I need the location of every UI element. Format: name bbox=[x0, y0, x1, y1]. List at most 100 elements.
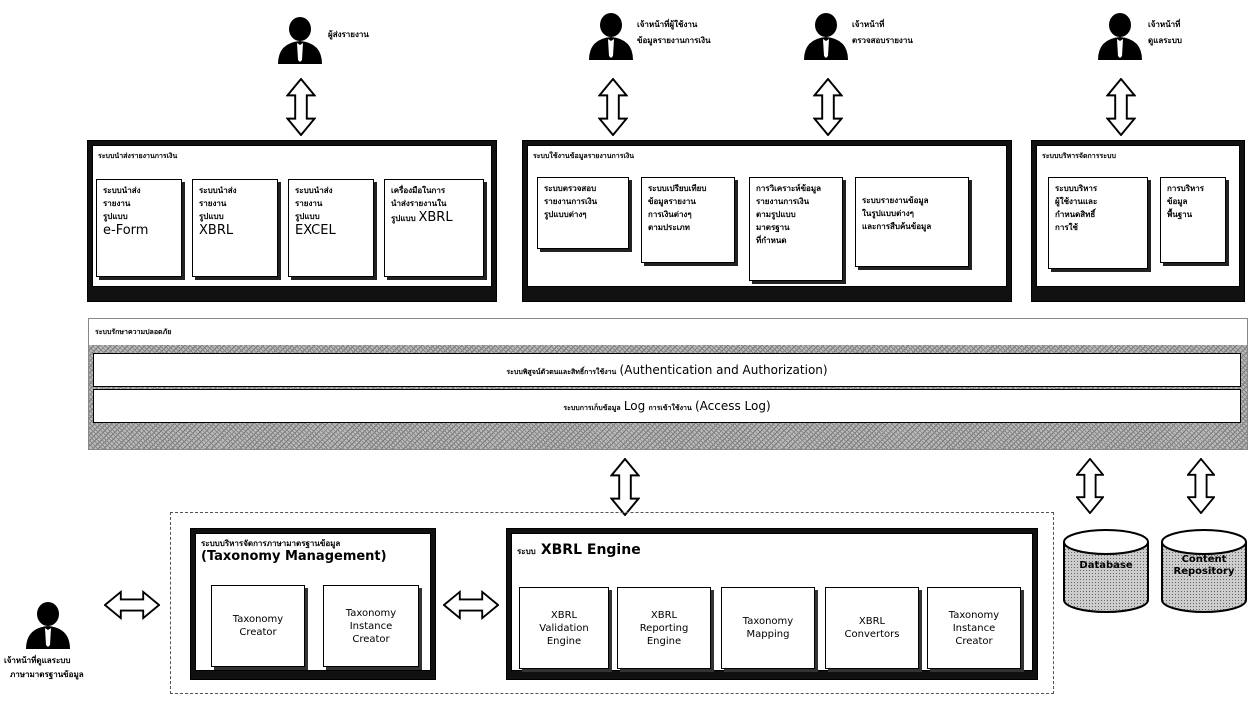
db-line: Database bbox=[1079, 560, 1133, 571]
card-line: รายงาน bbox=[295, 199, 323, 208]
master-data-card: การบริหาร ข้อมูล พื้นฐาน bbox=[1160, 177, 1226, 263]
card-format: XBRL bbox=[418, 210, 453, 225]
double-arrow-icon bbox=[1187, 458, 1215, 514]
card-line: ผู้ใช้งานและ bbox=[1055, 197, 1098, 206]
card-line: รูปแบบ bbox=[295, 212, 320, 221]
actor-label: ข้อมูลรายงานการเงิน bbox=[637, 36, 711, 45]
xbrl-submission-card: ระบบนำส่ง รายงาน รูปแบบ XBRL bbox=[192, 179, 278, 277]
box-line: Validation bbox=[539, 622, 589, 634]
double-arrow-icon bbox=[610, 458, 640, 516]
user-management-card: ระบบบริหาร ผู้ใช้งานและ กำหนดสิทธิ์ การใ… bbox=[1048, 177, 1148, 269]
card-format: EXCEL bbox=[295, 223, 336, 238]
excel-submission-card: ระบบนำส่ง รายงาน รูปแบบ EXCEL bbox=[288, 179, 374, 277]
card-line: ระบบนำส่ง bbox=[199, 186, 237, 195]
box-line: Creator bbox=[239, 627, 277, 638]
card-line: ระบบบริหาร bbox=[1055, 184, 1098, 193]
authentication-row: ระบบพิสูจน์ตัวตนและสิทธิ์การใช้งาน (Auth… bbox=[93, 353, 1241, 387]
box-line: Mapping bbox=[746, 629, 790, 640]
box-line: Taxonomy bbox=[742, 616, 794, 627]
box-line: Taxonomy bbox=[345, 607, 397, 619]
report-analysis-card: การวิเคราะห์ข้อมูล รายงานการเงิน ตามรูปแ… bbox=[749, 177, 843, 281]
card-line: ระบบนำส่ง bbox=[295, 186, 333, 195]
database-label: Database bbox=[1062, 560, 1150, 572]
double-arrow-icon bbox=[813, 78, 843, 136]
card-line: ระบบรายงานข้อมูล bbox=[862, 196, 929, 205]
panel-title-en: XBRL Engine bbox=[540, 542, 641, 558]
panel-title-thai: ระบบ bbox=[517, 547, 536, 556]
card-line: ข้อมูลรายงาน bbox=[648, 197, 696, 206]
box-line: Reporting bbox=[639, 622, 689, 634]
person-icon bbox=[24, 600, 72, 650]
card-line: ระบบเปรียบเทียบ bbox=[648, 184, 707, 193]
actor-report-submitter: ผู้ส่งรายงาน bbox=[276, 14, 369, 80]
card-line: และการสืบค้นข้อมูล bbox=[862, 222, 932, 231]
panel-title: ระบบบริหารจัดการภาษามาตรฐานข้อมูล bbox=[201, 539, 341, 548]
double-arrow-icon bbox=[1076, 458, 1104, 514]
card-line: รายงานการเงิน bbox=[544, 197, 598, 206]
actor-auditor: เจ้าหน้าที่ ตรวจสอบรายงาน bbox=[802, 10, 913, 76]
panel-title: ระบบนำส่งรายงานการเงิน bbox=[98, 152, 178, 160]
card-line: รายงาน bbox=[199, 199, 227, 208]
database-cylinder: Database bbox=[1062, 528, 1150, 614]
card-line: การบริหาร bbox=[1167, 184, 1205, 193]
card-line: ตามรูปแบบ bbox=[756, 210, 796, 219]
person-icon bbox=[276, 14, 324, 66]
box-line: Engine bbox=[546, 635, 582, 647]
report-output-card: ระบบรายงานข้อมูล ในรูปแบบต่างๆ และการสืบ… bbox=[855, 177, 969, 267]
report-submission-panel: ระบบนำส่งรายงานการเงิน ระบบนำส่ง รายงาน … bbox=[87, 140, 497, 302]
card-line: รูปแบบ bbox=[391, 214, 416, 223]
box-line: XBRL bbox=[550, 609, 578, 621]
access-log-row: ระบบการเก็บข้อมูล Log การเข้าใช้งาน (Acc… bbox=[93, 389, 1241, 423]
row-log-label: Log bbox=[623, 399, 646, 413]
person-icon bbox=[802, 10, 850, 62]
actor-taxonomy-admin: เจ้าหน้าที่ดูแลระบบ ภาษามาตรฐานข้อมูล bbox=[4, 600, 84, 679]
core-system-boundary bbox=[170, 512, 1054, 694]
database-icon bbox=[1161, 529, 1247, 613]
card-line: รูปแบบ bbox=[103, 212, 128, 221]
card-line: มาตรฐาน bbox=[756, 223, 790, 232]
box-line: Engine bbox=[646, 635, 682, 647]
card-line: กำหนดสิทธิ์ bbox=[1055, 210, 1096, 219]
card-line: ในรูปแบบต่างๆ bbox=[862, 209, 914, 218]
person-icon bbox=[587, 10, 635, 62]
card-line: ข้อมูล bbox=[1167, 197, 1188, 206]
report-usage-panel: ระบบใช้งานข้อมูลรายงานการเงิน ระบบตรวจสอ… bbox=[522, 140, 1012, 302]
panel-title: ระบบรักษาความปลอดภัย bbox=[95, 328, 172, 336]
db-line: Content bbox=[1181, 554, 1227, 565]
card-line: เครื่องมือในการ bbox=[391, 186, 446, 195]
person-icon bbox=[1096, 10, 1144, 62]
xbrl-tool-card: เครื่องมือในการ นำส่งรายงานใน รูปแบบ XBR… bbox=[384, 179, 484, 277]
card-line: การเงินต่างๆ bbox=[648, 210, 692, 219]
panel-title: ระบบใช้งานข้อมูลรายงานการเงิน bbox=[533, 152, 635, 160]
card-format: e-Form bbox=[103, 223, 149, 238]
actor-label: เจ้าหน้าที่ดูแลระบบ bbox=[4, 656, 71, 665]
card-line: พื้นฐาน bbox=[1167, 210, 1193, 219]
panel-title-en: (Taxonomy Management) bbox=[201, 549, 387, 564]
card-line: รายงาน bbox=[103, 199, 131, 208]
box-line: Creator bbox=[955, 635, 993, 647]
box-line: Taxonomy bbox=[948, 609, 1000, 621]
actor-data-user: เจ้าหน้าที่ผู้ใช้งาน ข้อมูลรายงานการเงิน bbox=[587, 10, 711, 76]
box-line: Creator bbox=[352, 633, 390, 645]
db-line: Repository bbox=[1173, 566, 1235, 577]
row-thai-label: ระบบพิสูจน์ตัวตนและสิทธิ์การใช้งาน bbox=[506, 368, 617, 376]
report-check-card: ระบบตรวจสอบ รายงานการเงิน รูปแบบต่างๆ bbox=[537, 177, 629, 249]
card-line: นำส่งรายงานใน bbox=[391, 199, 447, 208]
box-line: Convertors bbox=[844, 629, 900, 640]
row-thai-label: การเข้าใช้งาน bbox=[648, 404, 692, 412]
actor-label: เจ้าหน้าที่ bbox=[1148, 20, 1181, 29]
taxonomy-management-panel: ระบบบริหารจัดการภาษามาตรฐานข้อมูล (Taxon… bbox=[190, 528, 436, 680]
database-label: Content Repository bbox=[1160, 554, 1248, 578]
card-line: การใช้ bbox=[1055, 223, 1078, 232]
actor-label: เจ้าหน้าที่ผู้ใช้งาน bbox=[637, 20, 698, 29]
report-compare-card: ระบบเปรียบเทียบ ข้อมูลรายงาน การเงินต่าง… bbox=[641, 177, 735, 263]
card-line: ตามประเภท bbox=[648, 223, 690, 232]
security-panel: ระบบรักษาความปลอดภัย ระบบพิสูจน์ตัวตนและ… bbox=[88, 318, 1248, 450]
row-english-label: (Access Log) bbox=[694, 399, 771, 413]
